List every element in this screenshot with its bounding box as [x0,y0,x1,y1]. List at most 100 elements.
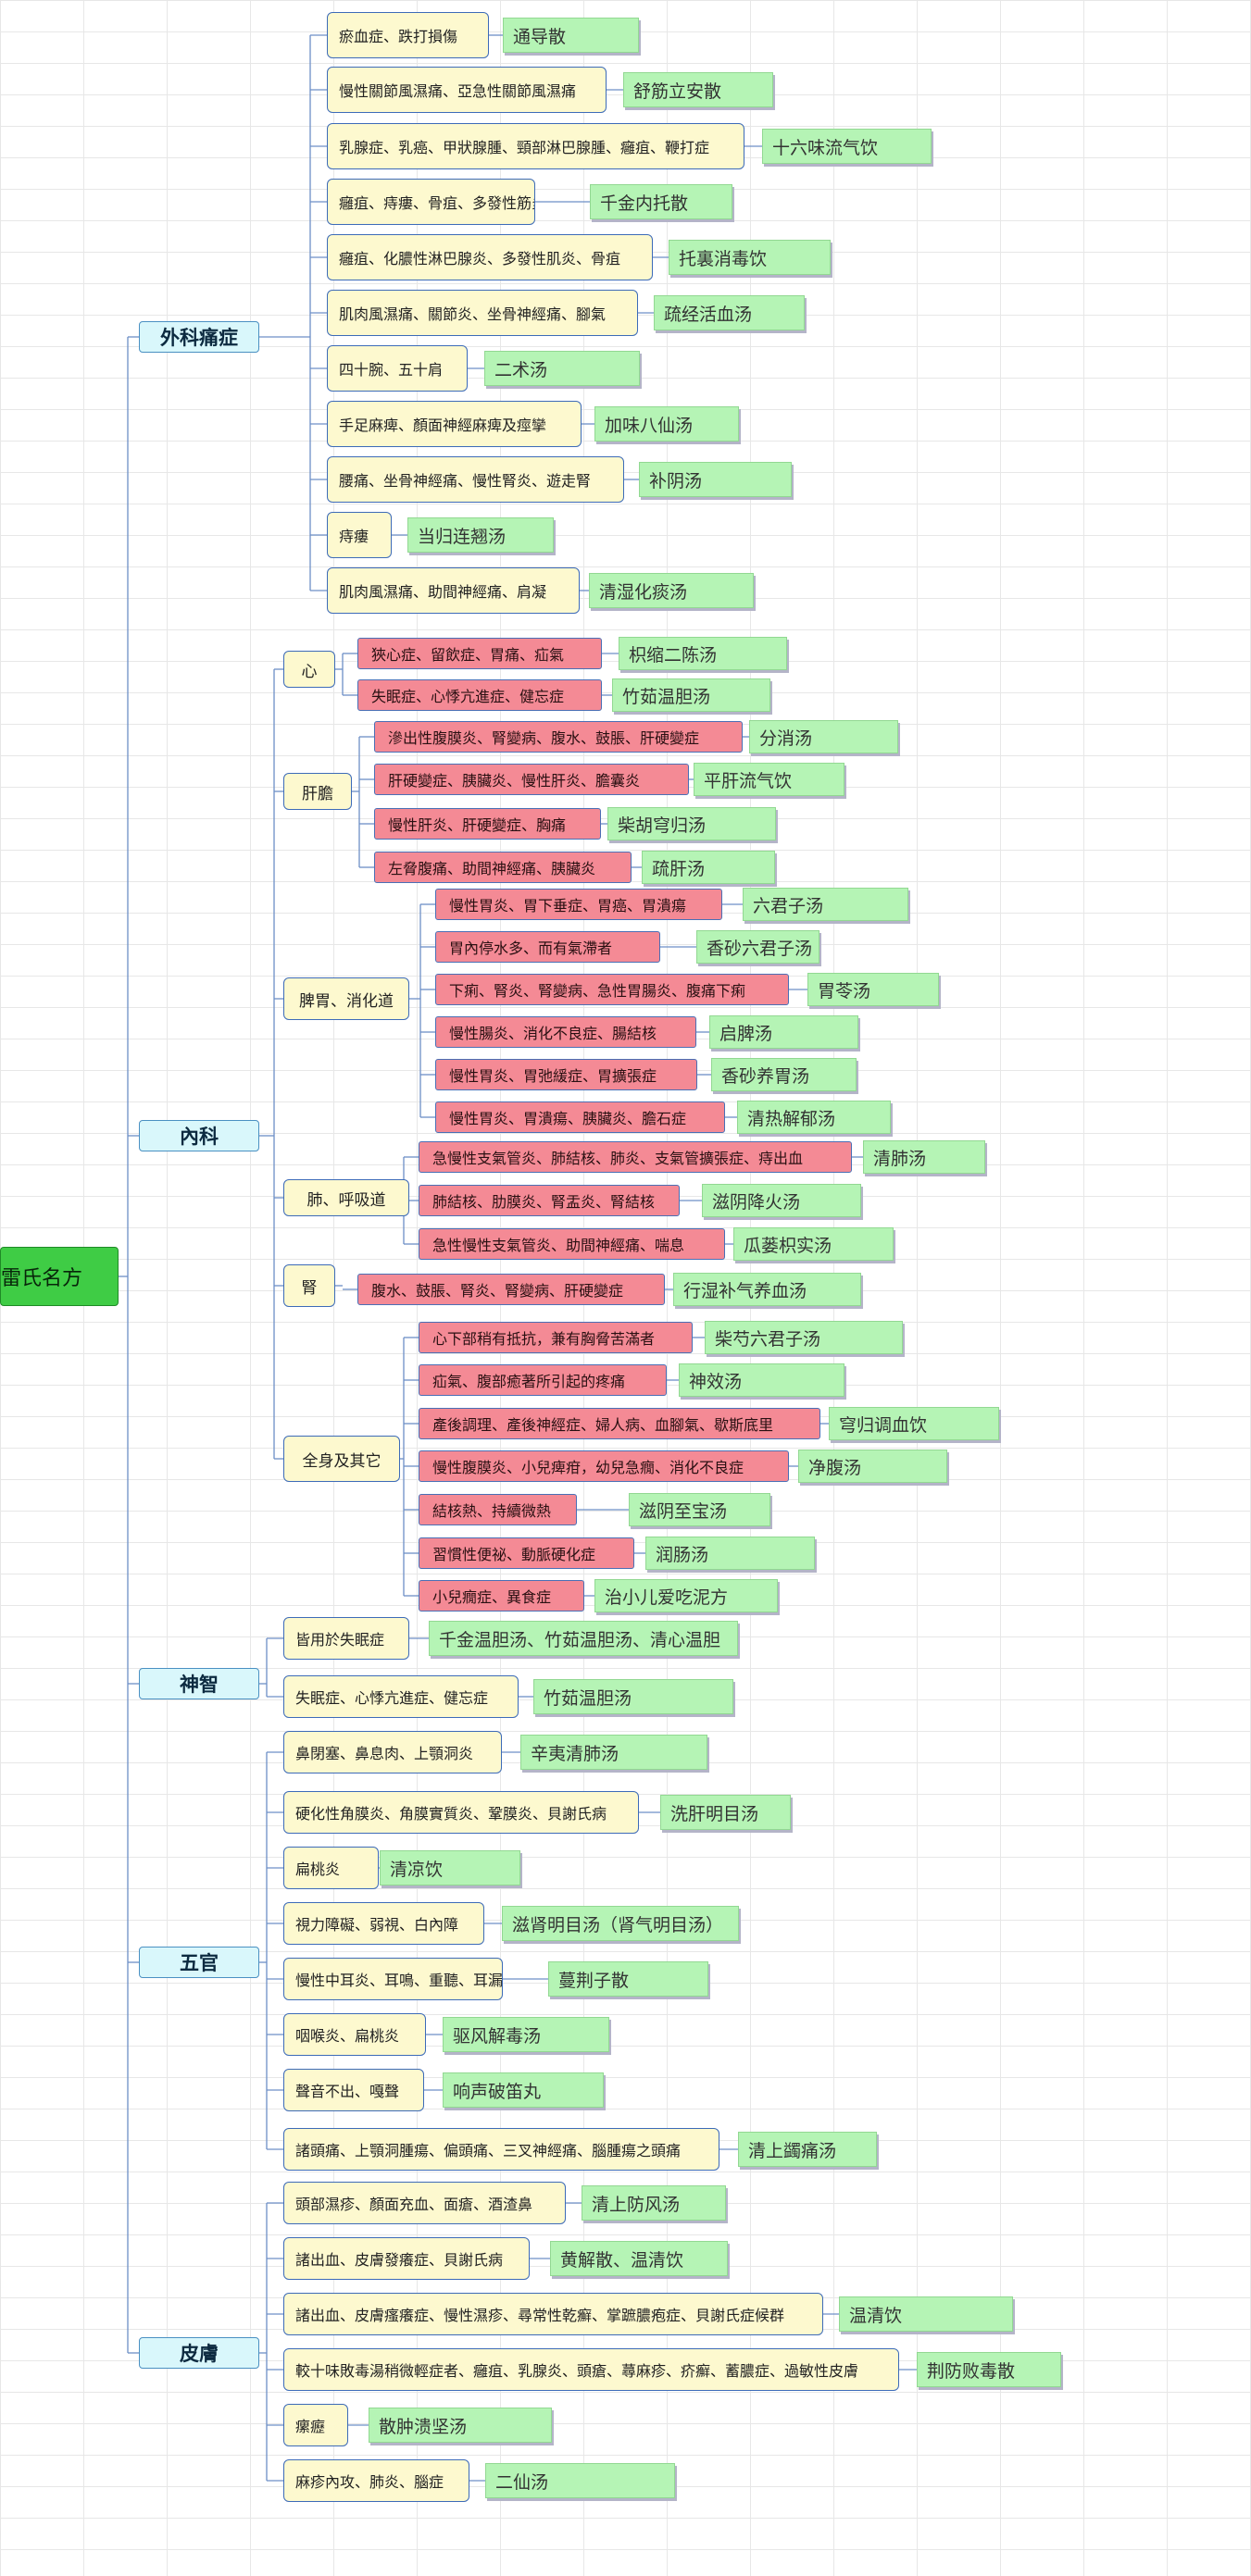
disease-node[interactable]: 慢性中耳炎、耳鳴、重聽、耳漏 [283,1958,503,2000]
subcategory-4[interactable]: 腎 [283,1264,335,1307]
disease-node[interactable]: 滲出性腹膜炎、腎變病、腹水、鼓脹、肝硬變症 [374,721,743,753]
remedy-node[interactable]: 净腹汤 [798,1450,947,1483]
remedy-node[interactable]: 通导散 [503,18,639,53]
remedy-node[interactable]: 香砂六君子汤 [696,930,819,964]
remedy-node[interactable]: 清上蠲痛汤 [738,2132,877,2167]
remedy-node[interactable]: 当归连翘汤 [407,517,554,553]
disease-node[interactable]: 視力障礙、弱視、白內障 [283,1902,484,1945]
disease-node[interactable]: 急慢性支氣管炎、肺結核、肺炎、支氣管擴張症、痔出血 [419,1141,852,1173]
remedy-node[interactable]: 舒筋立安散 [623,72,773,107]
subcategory-1[interactable]: 肝膽 [283,773,352,810]
disease-node[interactable]: 失眠症、心悸亢進症、健忘症 [283,1675,519,1718]
disease-node[interactable]: 慢性胃炎、胃潰瘍、胰臟炎、膽石症 [435,1101,725,1133]
disease-node[interactable]: 產後調理、產後神經症、婦人病、血腳氣、歇斯底里 [419,1408,820,1439]
remedy-node[interactable]: 响声破笛丸 [443,2072,604,2108]
disease-node[interactable]: 肝硬變症、胰臟炎、慢性肝炎、膽囊炎 [374,764,689,795]
disease-node[interactable]: 咽喉炎、扁桃炎 [283,2013,426,2056]
root-node-title[interactable]: 雷氏名方 [0,1247,119,1306]
disease-node[interactable]: 麻疹內攻、肺炎、腦症 [283,2459,469,2502]
disease-node[interactable]: 慢性胃炎、胃下垂症、胃癌、胃潰瘍 [435,889,722,920]
remedy-node[interactable]: 疏肝汤 [642,851,775,884]
disease-node[interactable]: 聲音不出、嘎聲 [283,2069,424,2111]
disease-node[interactable]: 腰痛、坐骨神經痛、慢性腎炎、遊走腎 [327,456,624,503]
remedy-node[interactable]: 治小儿爱吃泥方 [594,1579,778,1612]
disease-node[interactable]: 下痢、腎炎、腎變病、急性胃腸炎、腹痛下痢 [435,974,789,1005]
remedy-node[interactable]: 竹茹温胆汤 [533,1679,733,1714]
disease-node[interactable]: 手足麻痺、顏面神經麻痺及痙攣 [327,401,582,447]
category-0[interactable]: 外科痛症 [139,321,259,353]
subcategory-0[interactable]: 心 [283,651,335,688]
disease-node[interactable]: 硬化性角膜炎、角膜實質炎、鞏膜炎、貝謝氏病 [283,1791,639,1834]
remedy-node[interactable]: 辛夷清肺汤 [520,1735,707,1770]
remedy-node[interactable]: 黄解散、温清饮 [550,2241,728,2276]
disease-node[interactable]: 左脅腹痛、助間神經痛、胰臟炎 [374,852,632,883]
remedy-node[interactable]: 六君子汤 [743,888,908,921]
remedy-node[interactable]: 滋肾明目汤（肾气明目汤） [502,1906,739,1941]
disease-node[interactable]: 癰疽、痔瘻、骨疽、多發性筋炎 [327,179,535,225]
remedy-node[interactable]: 疏经活血汤 [654,295,805,330]
disease-node[interactable]: 肌肉風濕痛、關節炎、坐骨神經痛、腳氣 [327,290,638,336]
disease-node[interactable]: 肌肉風濕痛、助間神經痛、肩凝 [327,567,580,614]
remedy-node[interactable]: 胃苓汤 [807,973,939,1006]
disease-node[interactable]: 急性慢性支氣管炎、助間神經痛、喘息 [419,1228,725,1260]
disease-node[interactable]: 狹心症、留飲症、胃痛、疝氣 [357,638,602,669]
disease-node[interactable]: 痔瘻 [327,512,392,558]
remedy-node[interactable]: 清肺汤 [863,1140,985,1174]
disease-node[interactable]: 心下部稍有抵抗，兼有胸脅苦滿者 [419,1322,693,1353]
disease-node[interactable]: 扁桃炎 [283,1847,379,1889]
category-1[interactable]: 內科 [139,1120,259,1151]
disease-node[interactable]: 皆用於失眠症 [283,1617,409,1660]
disease-node[interactable]: 瘰癧 [283,2404,348,2446]
remedy-node[interactable]: 柴胡穹归汤 [607,807,776,840]
remedy-node[interactable]: 二术汤 [484,351,640,386]
disease-node[interactable]: 諸出血、皮膚瘙癢症、慢性濕疹、尋常性乾癬、掌蹠膿疱症、貝謝氏症候群 [283,2293,823,2335]
disease-node[interactable]: 瘀血症、跌打損傷 [327,12,489,58]
remedy-node[interactable]: 千金内托散 [590,184,732,219]
disease-node[interactable]: 較十味敗毒湯稍微輕症者、癰疽、乳腺炎、頭瘡、蕁麻疹、疥癬、蓄膿症、過敏性皮膚 [283,2348,899,2391]
category-4[interactable]: 皮膚 [139,2337,259,2369]
disease-node[interactable]: 小兒癇症、異食症 [419,1580,584,1612]
remedy-node[interactable]: 行湿补气养血汤 [673,1273,861,1306]
disease-node[interactable]: 四十腕、五十肩 [327,345,468,392]
remedy-node[interactable]: 启脾汤 [709,1015,858,1049]
remedy-node[interactable]: 枳缩二陈汤 [619,637,787,670]
remedy-node[interactable]: 温清饮 [839,2296,1013,2332]
disease-node[interactable]: 慢性腸炎、消化不良症、腸結核 [435,1016,696,1048]
disease-node[interactable]: 頭部濕疹、顏面充血、面瘡、酒渣鼻 [283,2182,566,2224]
remedy-node[interactable]: 柴芍六君子汤 [705,1321,903,1354]
remedy-node[interactable]: 散肿溃坚汤 [369,2408,552,2443]
remedy-node[interactable]: 清湿化痰汤 [589,573,754,608]
disease-node[interactable]: 失眠症、心悸亢進症、健忘症 [357,679,602,711]
disease-node[interactable]: 胃內停水多、而有氣滯者 [435,931,660,963]
disease-node[interactable]: 腹水、鼓脹、腎炎、腎變病、肝硬變症 [357,1274,665,1305]
remedy-node[interactable]: 平肝流气饮 [694,763,844,796]
remedy-node[interactable]: 加味八仙汤 [594,406,739,442]
disease-node[interactable]: 慢性胃炎、胃弛緩症、胃擴張症 [435,1059,697,1090]
remedy-node[interactable]: 二仙汤 [485,2463,675,2498]
subcategory-2[interactable]: 脾胃、消化道 [283,977,409,1020]
remedy-node[interactable]: 驱风解毒汤 [443,2017,609,2052]
remedy-node[interactable]: 滋阴至宝汤 [629,1493,770,1526]
disease-node[interactable]: 慢性關節風濕痛、亞急性關節風濕痛 [327,67,607,113]
disease-node[interactable]: 慢性腹膜炎、小兒痺疳，幼兒急癇、消化不良症 [419,1450,789,1482]
disease-node[interactable]: 肺結核、肋膜炎、腎盂炎、腎結核 [419,1185,680,1216]
remedy-node[interactable]: 穹归调血饮 [829,1407,999,1440]
remedy-node[interactable]: 香砂养胃汤 [711,1058,857,1091]
disease-node[interactable]: 諸出血、皮膚發癢症、貝謝氏病 [283,2237,530,2280]
category-3[interactable]: 五官 [139,1947,259,1978]
remedy-node[interactable]: 润肠汤 [645,1537,815,1570]
disease-node[interactable]: 慢性肝炎、肝硬變症、胸痛 [374,808,601,840]
remedy-node[interactable]: 荆防败毒散 [917,2352,1061,2387]
remedy-node[interactable]: 千金温胆汤、竹茹温胆汤、清心温胆 [429,1621,738,1656]
remedy-node[interactable]: 滋阴降火汤 [702,1184,861,1217]
disease-node[interactable]: 疝氣、腹部癒著所引起的疼痛 [419,1364,667,1396]
disease-node[interactable]: 習慣性便祕、動脈硬化症 [419,1537,634,1569]
disease-node[interactable]: 諸頭痛、上顎洞腫瘍、偏頭痛、三叉神經痛、腦腫瘍之頭痛 [283,2128,719,2171]
disease-node[interactable]: 癰疽、化膿性淋巴腺炎、多發性肌炎、骨疽 [327,234,653,280]
remedy-node[interactable]: 分消汤 [749,720,898,753]
remedy-node[interactable]: 瓜蒌枳实汤 [733,1227,894,1261]
subcategory-5[interactable]: 全身及其它 [283,1436,400,1482]
remedy-node[interactable]: 蔓荆子散 [548,1961,708,1997]
remedy-node[interactable]: 补阴汤 [639,462,792,497]
disease-node[interactable]: 鼻閉塞、鼻息肉、上顎洞炎 [283,1731,502,1773]
